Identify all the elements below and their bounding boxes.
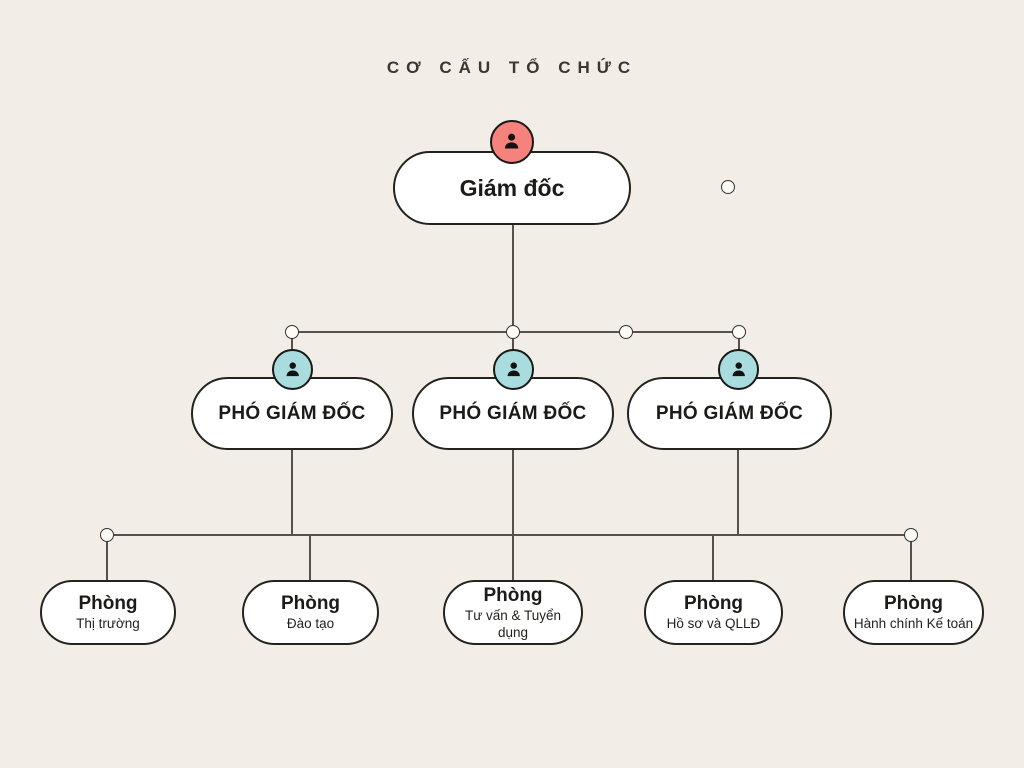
department-label: Phòng [280, 593, 341, 614]
department-label: Phòng [78, 593, 138, 614]
department-sublabel: Tư vấn & Tuyển dụng [464, 607, 562, 640]
person-icon [493, 349, 534, 390]
director-label: Giám đốc [459, 174, 565, 201]
connector-line [107, 534, 911, 536]
connector-node [100, 528, 114, 542]
connector-node [506, 325, 520, 339]
deputy-label: PHÓ GIÁM ĐỐC [439, 402, 587, 424]
person-icon [490, 120, 534, 164]
connector-line [512, 224, 514, 332]
department-label: Phòng [683, 593, 744, 614]
connector-line [512, 332, 514, 352]
connector-line [737, 450, 739, 535]
department-node: Phòng Hồ sơ và QLLĐ [644, 580, 783, 645]
connector-line [309, 535, 311, 580]
department-label: Phòng [483, 584, 543, 606]
connector-line [910, 535, 912, 580]
connector-node [904, 528, 918, 542]
department-node: Phòng Tư vấn & Tuyển dụng [443, 580, 583, 645]
department-sublabel: Thị trường [76, 616, 140, 631]
department-sublabel: Đào tạo [286, 616, 335, 631]
person-icon [718, 349, 759, 390]
department-node: Phòng Hành chính Kế toán [843, 580, 984, 645]
deputy-label: PHÓ GIÁM ĐỐC [218, 402, 366, 424]
connector-node [732, 325, 746, 339]
department-sublabel: Hành chính Kế toán [853, 616, 974, 631]
connector-node [619, 325, 633, 339]
connector-line [738, 332, 740, 352]
department-node: Phòng Đào tạo [242, 580, 379, 645]
person-icon [272, 349, 313, 390]
connector-line [712, 535, 714, 580]
department-label: Phòng [883, 593, 944, 614]
connector-line [106, 535, 108, 580]
chart-title: CƠ CẤU TỔ CHỨC [386, 58, 638, 77]
department-node: Phòng Thị trường [40, 580, 176, 645]
deputy-label: PHÓ GIÁM ĐỐC [655, 402, 804, 424]
connector-node [721, 180, 735, 194]
connector-line [291, 450, 293, 535]
connector-line [512, 450, 514, 580]
connector-line [291, 332, 293, 352]
connector-node [285, 325, 299, 339]
department-sublabel: Hồ sơ và QLLĐ [666, 616, 761, 631]
